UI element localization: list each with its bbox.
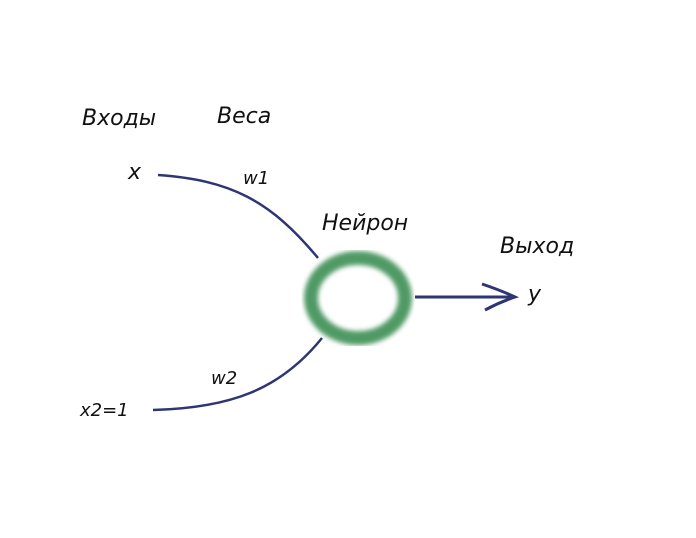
neuron-label: Нейрон: [322, 211, 409, 236]
weight-w1-label: w1: [243, 168, 270, 189]
weights-label: Веса: [217, 104, 272, 129]
input-x-connection: [157, 173, 319, 259]
input-x2-label: x2=1: [80, 400, 129, 421]
input-x2-connection: [152, 337, 323, 412]
neuron-circle: [304, 251, 412, 345]
arrowhead-icon: [481, 282, 520, 312]
input-x-label: x: [128, 160, 142, 185]
inputs-label: Входы: [82, 106, 157, 131]
output-y-label: y: [528, 282, 542, 307]
weight-w2-label: w2: [211, 368, 238, 389]
output-label: Выход: [500, 234, 575, 259]
